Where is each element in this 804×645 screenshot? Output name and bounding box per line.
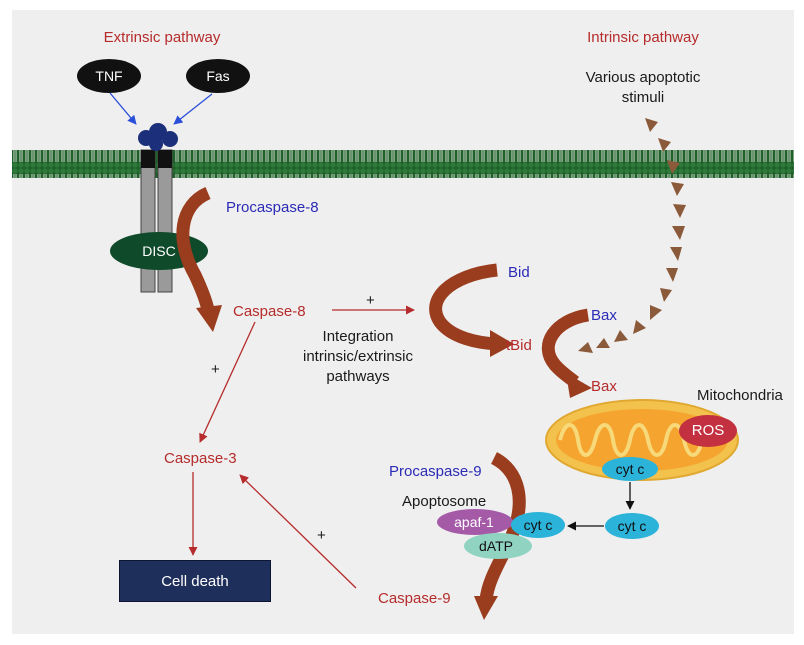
caspase9-label: Caspase-9 <box>378 590 451 607</box>
apoptosome-label: Apoptosome <box>402 493 487 510</box>
procaspase9-label: Procaspase-9 <box>389 463 482 480</box>
cell-death-box: Cell death <box>119 560 271 602</box>
stimuli-dashed-arrow <box>578 118 686 353</box>
procaspase8-arrowhead <box>196 305 222 332</box>
tnf-label: TNF <box>95 68 123 84</box>
apoptotic-stimuli-label: Various apoptotic stimuli <box>585 69 701 106</box>
bax-arrowhead <box>566 373 592 398</box>
integration-label: Integration intrinsic/extrinsic pathways <box>302 328 414 385</box>
procaspase9-arrowhead <box>474 596 498 620</box>
cytc-mid-label: cyt c <box>617 518 647 534</box>
bid-arrowhead <box>490 330 514 357</box>
apaf1-label: apaf-1 <box>454 514 494 530</box>
extrinsic-pathway-label: Extrinsic pathway <box>103 29 221 46</box>
ros-label: ROS <box>691 422 725 439</box>
caspase8-to-caspase3-arrow <box>199 321 256 443</box>
procaspase8-curved-arrow <box>176 187 215 312</box>
caspase9-to-caspase3-arrow <box>239 474 357 589</box>
fas-ligand <box>186 59 250 93</box>
datp-label: dATP <box>479 538 513 554</box>
procaspase8-label: Procaspase-8 <box>226 199 319 216</box>
cytc-mito-label: cyt c <box>615 461 645 477</box>
cytc-apop-label: cyt c <box>523 517 553 533</box>
bid-label: Bid <box>508 264 530 281</box>
caspase8-label: Caspase-8 <box>233 303 306 320</box>
cytc-mito-oval <box>602 457 658 481</box>
ros-oval <box>679 415 737 447</box>
plus-sign-caspase3: + <box>211 361 220 378</box>
diagram-background <box>12 10 794 634</box>
tnf-arrow <box>109 92 137 125</box>
fas-label: Fas <box>206 68 230 84</box>
tnf-ligand <box>77 59 141 93</box>
bax-bottom-label: Bax <box>591 378 617 395</box>
cytc-apop-oval <box>511 512 565 538</box>
bid-curved-arrow <box>429 263 498 351</box>
plus-sign-bid: + <box>366 292 375 309</box>
apaf1-oval <box>437 509 513 535</box>
mitochondria-label: Mitochondria <box>697 387 783 404</box>
plus-sign-caspase9: + <box>317 527 326 544</box>
caspase3-label: Caspase-3 <box>164 450 237 467</box>
tbid-label: tBid <box>506 337 532 354</box>
cytc-mid-oval <box>605 513 659 539</box>
datp-oval <box>464 533 532 559</box>
bax-top-label: Bax <box>591 307 617 324</box>
cell-death-label: Cell death <box>161 572 229 590</box>
intrinsic-pathway-label: Intrinsic pathway <box>587 29 699 46</box>
disc-label: DISC <box>142 243 176 259</box>
fas-arrow <box>173 93 213 125</box>
